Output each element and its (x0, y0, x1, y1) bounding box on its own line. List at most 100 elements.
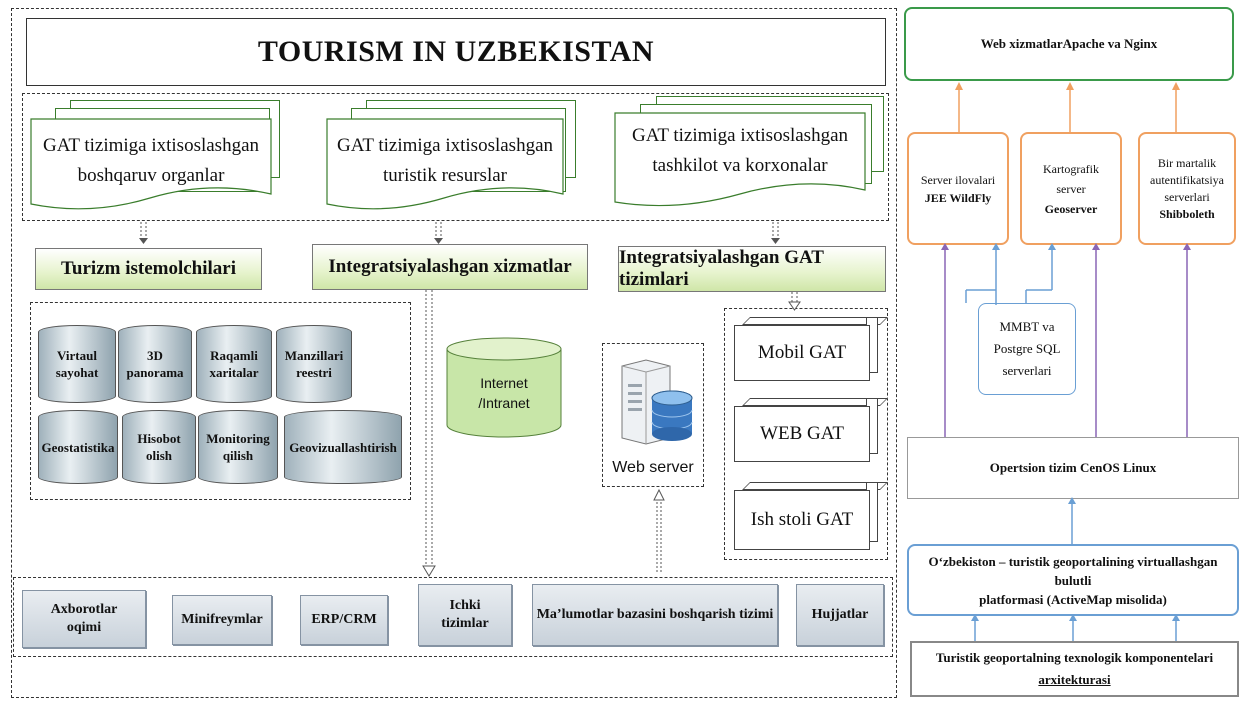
doc-label-line1: GAT tizimiga ixtisoslashgan (42, 135, 260, 156)
web-server-label: Web server (612, 459, 694, 476)
bottom-item-axborotlar-oqimi: Axborotlar oqimi (22, 590, 146, 648)
doc-stack-3: GAT tizimiga ixtisoslashgan tashkilot va… (614, 96, 886, 210)
server-label-line3: Geoserver (1044, 201, 1098, 216)
db-label-line1: MMBT va (999, 319, 1055, 334)
server-label-line4: Shibboleth (1159, 206, 1215, 221)
server-label-line2: JEE WildFly (924, 190, 992, 205)
gat-box-mobil: Mobil GAT (734, 317, 888, 381)
document-group (22, 93, 889, 221)
bottom-row-group (13, 577, 893, 657)
internet-intranet-cylinder: Internet /Intranet (446, 337, 562, 439)
bottom-item-erp-crm: ERP/CRM (300, 595, 388, 645)
cylinder-label-line2: sayohat (55, 365, 99, 380)
cylinder-label-line1: Geovizuallashtirish (289, 439, 397, 455)
doc-label-line2: boshqaruv organlar (77, 165, 225, 186)
gat-box-web: WEB GAT (734, 398, 888, 462)
db-label-line3: serverlari (1002, 363, 1052, 378)
platform-label-line1: O‘zbekiston – turistik geoportalining vi… (928, 553, 1218, 588)
cylinder-label-line1: Virtaul (57, 348, 97, 363)
internet-cylinder-shape (446, 337, 562, 438)
doc-label-line1: GAT tizimiga ixtisoslashgan (631, 125, 849, 146)
bottom-item-line2: tizimlar (441, 616, 489, 631)
bar-integratsiyalashgan-xizmatlar: Integratsiyalashgan xizmatlar (312, 244, 588, 290)
cylinder-hisobot-olish: Hisobot olish (122, 410, 196, 484)
doc-page-front (30, 118, 272, 210)
internet-label-line1: Internet (480, 375, 528, 391)
server-label-line1: Server ilovalari (920, 172, 996, 187)
bottom-item-hujjatlar: Hujjatlar (796, 584, 884, 646)
gat-label-web: WEB GAT (734, 406, 870, 462)
cylinder-label-line2: qilish (222, 448, 254, 463)
gat-label-ish-stoli: Ish stoli GAT (734, 490, 870, 550)
doc-label-line2: tashkilot va korxonalar (652, 155, 828, 176)
doc-label-1: GAT tizimiga ixtisoslashgan boshqaruv or… (30, 130, 272, 192)
cylinder-label-line2: olish (145, 448, 172, 463)
cylinder-label-line2: reestri (296, 365, 332, 380)
cylinder-label-line1: Hisobot (137, 431, 181, 446)
os-box: Opertsion tizim CenOS Linux (907, 437, 1239, 499)
db-server-box: MMBT va Postgre SQL serverlari (978, 303, 1076, 395)
server-label-line2: server (1056, 181, 1086, 196)
gat-box-ish-stoli: Ish stoli GAT (734, 482, 888, 550)
bottom-item-mbbt: Ma’lumotlar bazasini boshqarish tizimi (532, 584, 778, 646)
server-geoserver: Kartografik server Geoserver (1020, 132, 1122, 245)
cylinder-label-line1: Geostatistika (41, 439, 115, 455)
web-server-group (602, 343, 704, 487)
doc-stack-1: GAT tizimiga ixtisoslashgan boshqaruv or… (30, 100, 288, 210)
server-label-line1: Bir martalik (1157, 155, 1217, 170)
platform-box: O‘zbekiston – turistik geoportalining vi… (907, 544, 1239, 616)
doc-page-front (614, 112, 866, 207)
page-title: TOURISM IN UZBEKISTAN (26, 18, 886, 86)
db-label-line2: Postgre SQL (993, 341, 1061, 356)
web-server-icon (621, 359, 693, 445)
cylinder-raqamli-xaritalar: Raqamli xaritalar (196, 325, 272, 403)
doc-stack-2: GAT tizimiga ixtisoslashgan turistik res… (326, 100, 588, 210)
footer-label-line2: arxitekturasi (1038, 672, 1111, 687)
cylinder-label-line1: Manzillari (284, 348, 344, 363)
left-panel-frame (11, 8, 897, 698)
cylinder-geostatistika: Geostatistika (38, 410, 118, 484)
internet-label: Internet /Intranet (446, 369, 562, 417)
arrows-docs-to-bars (139, 222, 780, 244)
footer-label-line1: Turistik geoportalning texnologik kompon… (935, 650, 1214, 665)
cylinder-virtual-sayohat: Virtaul sayohat (38, 325, 116, 403)
bottom-item-line2: oqimi (66, 620, 102, 635)
bottom-item-line1: Ichki (449, 598, 481, 613)
cylinder-label-line2: panorama (126, 365, 184, 380)
right-connectors (941, 82, 1191, 641)
doc-page-front (326, 118, 564, 210)
cylinder-manzillari-reestri: Manzillari reestri (276, 325, 352, 403)
bar-turizm-istemolchilari: Turizm istemolchilari (35, 248, 262, 290)
server-shibboleth: Bir martalik autentifikatsiya serverlari… (1138, 132, 1236, 245)
footer-box: Turistik geoportalning texnologik kompon… (910, 641, 1239, 697)
bar-integratsiyalashgan-gat-tizimlari: Integratsiyalashgan GAT tizimlari (618, 246, 886, 292)
server-label-line1: Kartografik (1043, 161, 1099, 176)
internet-label-line2: /Intranet (478, 395, 530, 411)
cylinder-geovizuallashtirish: Geovizuallashtirish (284, 410, 402, 484)
cylinder-row-2: Geostatistika Hisobot olish Monitoring q… (38, 410, 404, 490)
bottom-item-ichki-tizimlar: Ichki tizimlar (418, 584, 512, 646)
bottom-item-minifreymlar: Minifreymlar (172, 595, 272, 645)
server-label-line2: autentifikatsiya (1150, 172, 1224, 187)
cylinder-row-1: Virtaul sayohat 3D panorama Raqamli xari… (38, 325, 404, 405)
server-label-line3: serverlari (1164, 189, 1210, 204)
cylinder-label-line2: xaritalar (209, 365, 259, 380)
right-top-box: Web xizmatlarApache va Nginx (904, 7, 1234, 81)
doc-label-2: GAT tizimiga ixtisoslashgan turistik res… (326, 130, 564, 192)
doc-label-line2: turistik resurslar (382, 165, 507, 186)
doc-label-line1: GAT tizimiga ixtisoslashgan (336, 135, 554, 156)
right-top-label: Web xizmatlarApache va Nginx (980, 36, 1158, 51)
platform-label-line2: platformasi (ActiveMap misolida) (979, 591, 1167, 607)
gat-group (724, 308, 888, 560)
arrows-middle (422, 290, 801, 577)
cylinder-label-line1: Raqamli (210, 348, 258, 363)
doc-label-3: GAT tizimiga ixtisoslashgan tashkilot va… (614, 120, 866, 182)
cylinder-monitoring-qilish: Monitoring qilish (198, 410, 278, 484)
gat-label-mobil: Mobil GAT (734, 325, 870, 381)
bottom-item-line1: Axborotlar (50, 602, 118, 617)
cylinder-3d-panorama: 3D panorama (118, 325, 192, 403)
cylinder-label-line1: Monitoring (206, 431, 270, 446)
cylinder-label-line1: 3D (147, 348, 163, 363)
server-jee-wildfly: Server ilovalari JEE WildFly (907, 132, 1009, 245)
cylinder-group (30, 302, 411, 500)
